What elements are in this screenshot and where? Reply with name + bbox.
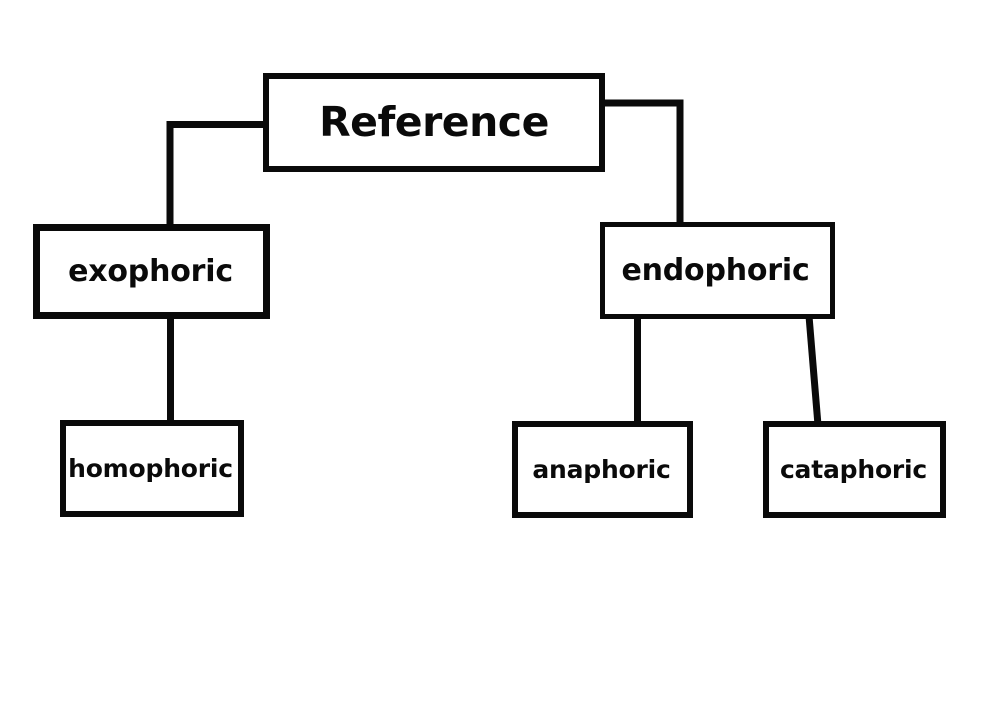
edge-reference-to-exophoric: [166, 121, 263, 228]
edge-endophoric-to-cataphoric: [805, 315, 822, 426]
node-endophoric-label: endophoric: [621, 252, 810, 288]
node-exophoric-label: exophoric: [68, 253, 233, 289]
node-endophoric[interactable]: endophoric: [600, 222, 835, 319]
node-cataphoric-label: cataphoric: [779, 455, 928, 484]
node-exophoric[interactable]: exophoric: [33, 224, 270, 319]
node-homophoric-label: homophoric: [68, 454, 233, 483]
node-homophoric[interactable]: homophoric: [60, 420, 244, 517]
node-reference[interactable]: Reference: [263, 73, 605, 172]
node-reference-label: Reference: [319, 98, 549, 146]
node-anaphoric[interactable]: anaphoric: [512, 421, 693, 518]
edge-reference-to-endophoric: [605, 99, 684, 226]
node-cataphoric[interactable]: cataphoric: [763, 421, 946, 518]
node-anaphoric-label: anaphoric: [532, 455, 671, 484]
